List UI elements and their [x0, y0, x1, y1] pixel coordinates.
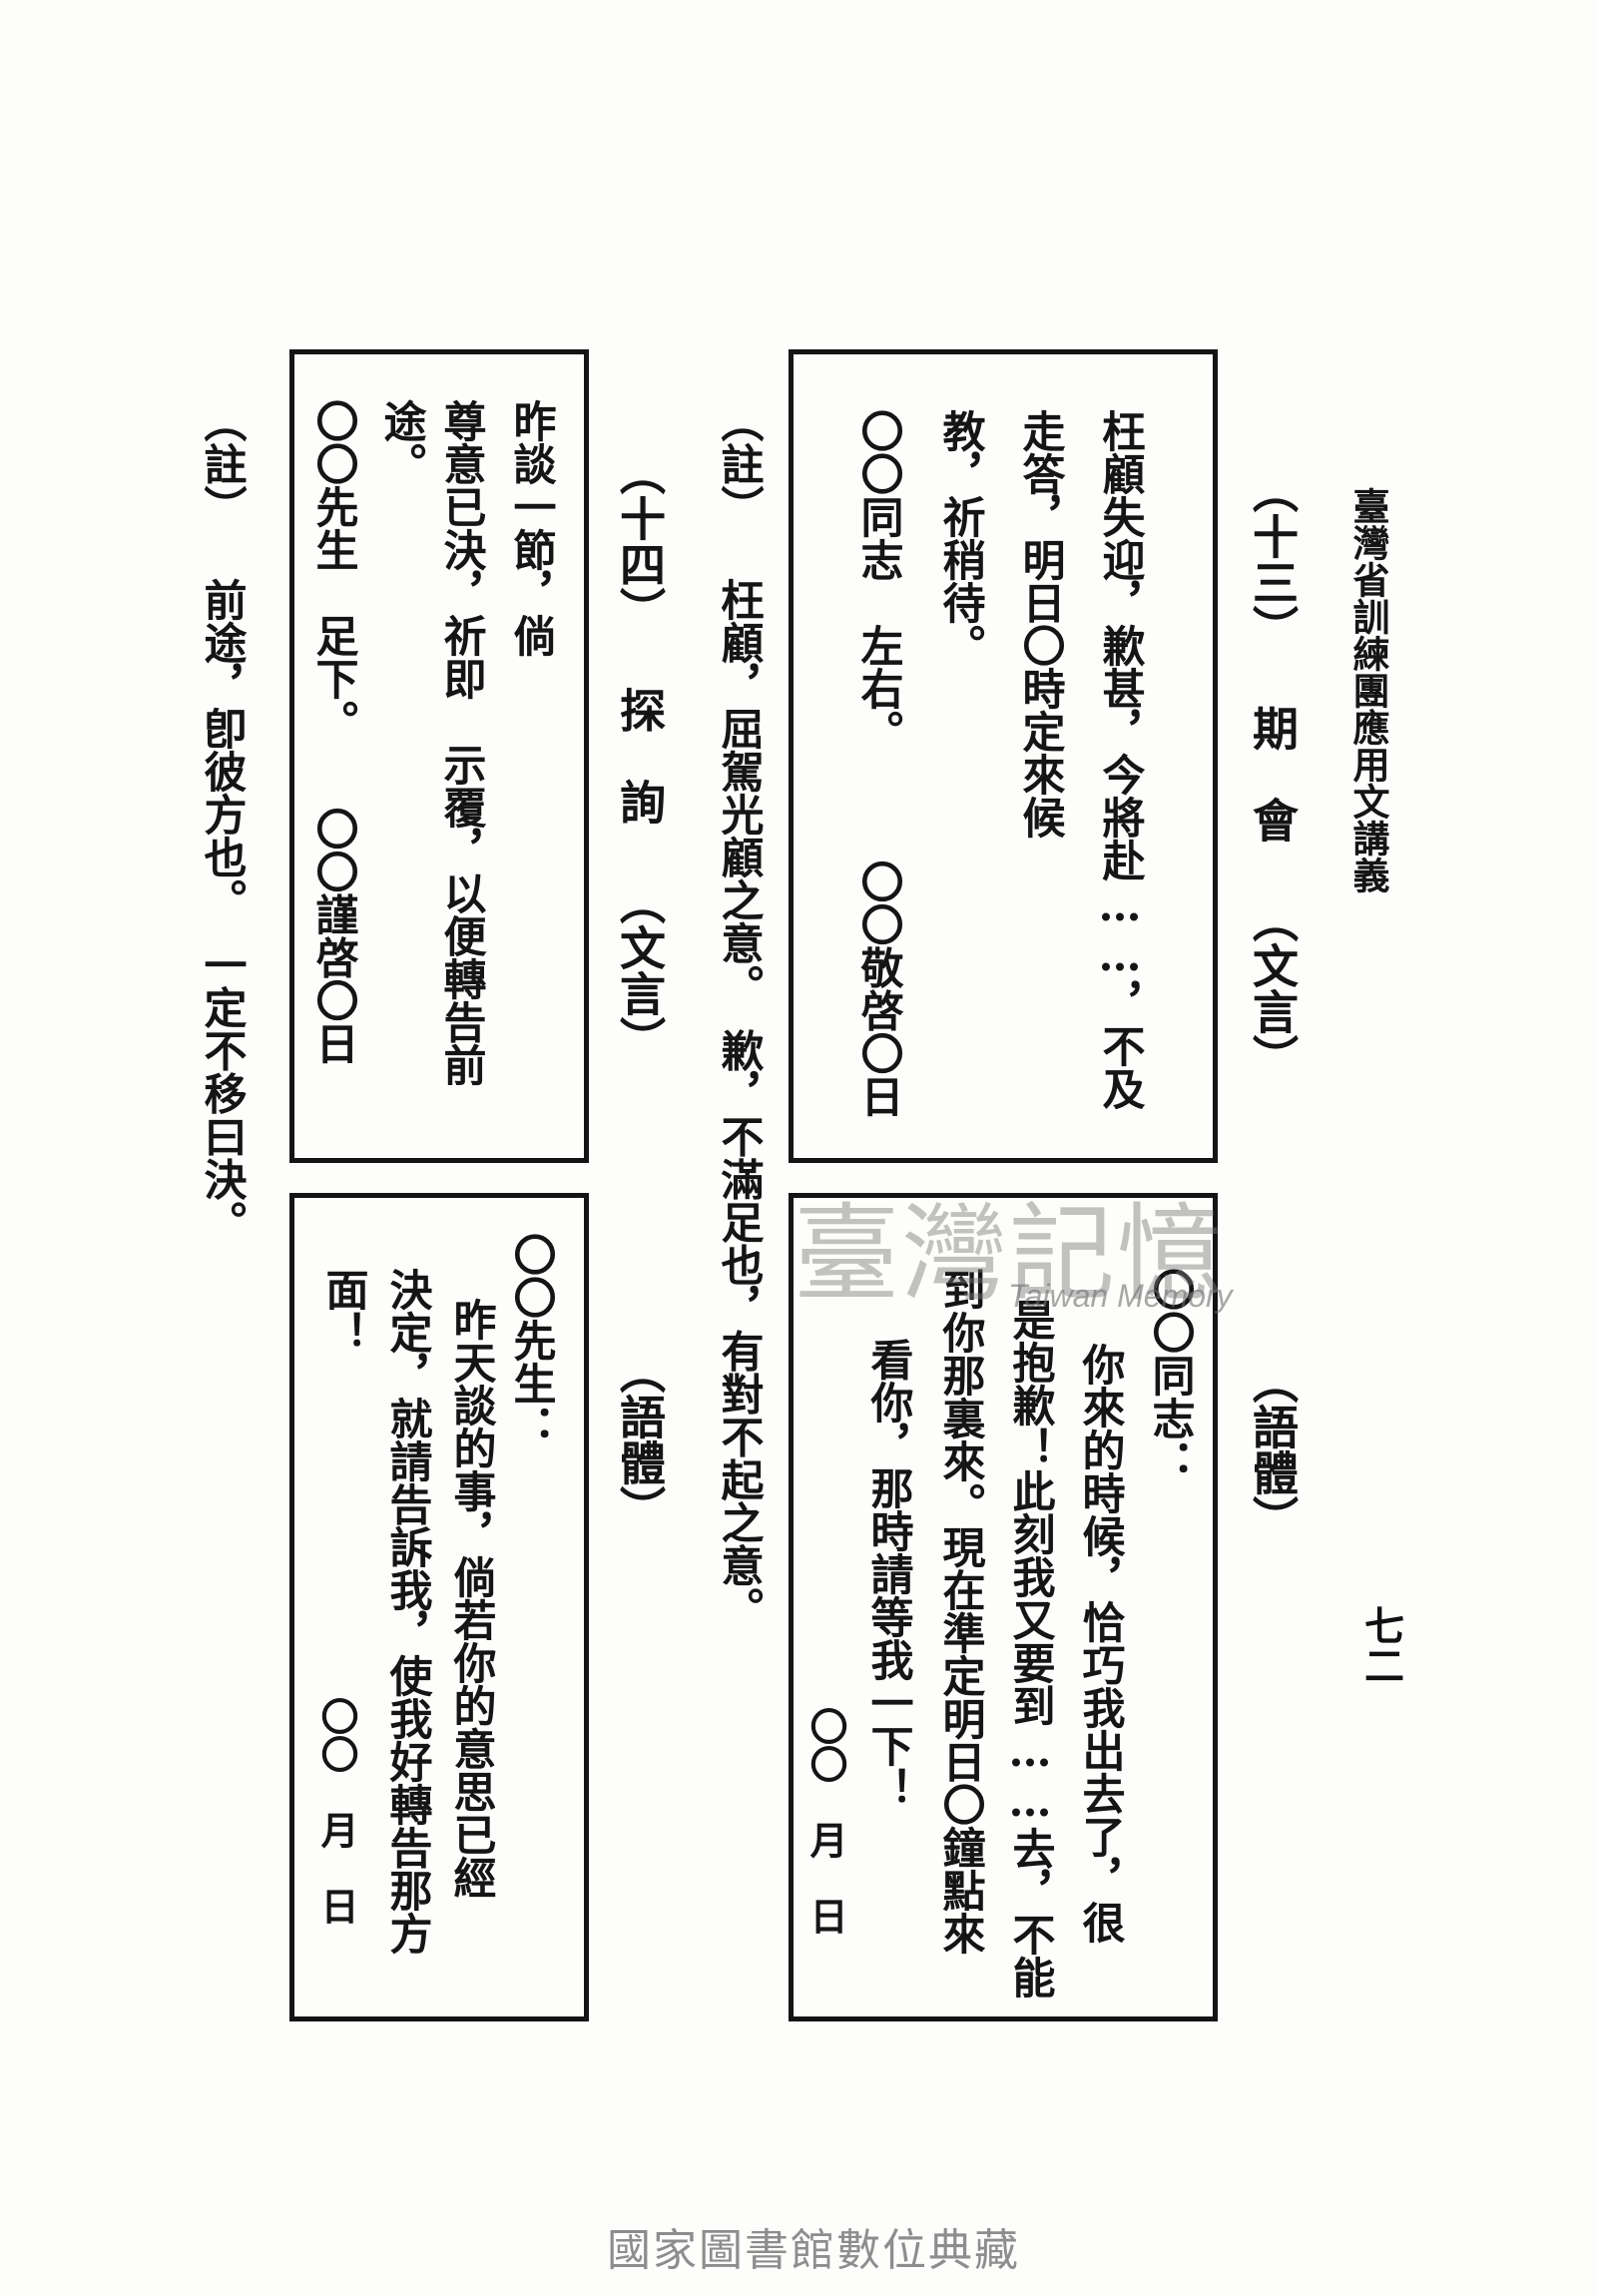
- section14-letter-line-4: 〇〇先生 足下。 〇〇謹啓〇日: [308, 399, 358, 1065]
- page-number: 七二: [1357, 1605, 1404, 1685]
- section14-vernacular-line-5: 〇〇 月 日: [314, 1697, 359, 1925]
- section14-letter-line-2: 尊意已決，祈即 示覆，以便轉告前: [436, 399, 486, 1086]
- section13-vernacular-heading: （語體）: [1246, 1358, 1300, 1541]
- section14-letter-line-1: 昨談一節，倘: [506, 399, 556, 657]
- section14-letter-line-3: 途。: [376, 399, 426, 485]
- section13-letter-line-4: 〇〇同志 左右。 〇〇敬啓〇日: [853, 409, 903, 1118]
- watermark-en: Taiwan Memory: [1008, 1278, 1233, 1314]
- section14-vernacular-line-2: 昨天談的事，倘若你的意思已經: [446, 1298, 496, 1899]
- section14-letter-box: [289, 349, 589, 1163]
- watermark-cn: 臺灣記憶: [794, 1193, 1225, 1316]
- section14-vernacular-line-4: 面！: [318, 1268, 368, 1354]
- section13-letter-box: [789, 349, 1218, 1163]
- section14-note: （註） 前途，卽彼方也。 一定不移曰決。: [197, 399, 247, 1244]
- footer-credit: 國家圖書館數位典藏: [607, 2225, 1020, 2276]
- section13-vernacular-line-5: 看你，那時請等我一下！: [863, 1338, 913, 1810]
- section13-vernacular-line-2: 你來的時候，恰巧我出去了，很: [1075, 1343, 1125, 1944]
- section13-vernacular-line-3: 是抱歉！此刻我又要到……去，不能: [1005, 1298, 1055, 1999]
- section13-letter-line-2: 走答，明日〇時定來候: [1015, 409, 1065, 839]
- section13-vernacular-line-4: 到你那裏來。現在準定明日〇鐘點來: [935, 1268, 985, 1955]
- section13-letter-line-1: 枉顧失迎，歉甚，今將赴……，不及: [1095, 409, 1145, 1110]
- section14-vernacular-box: [289, 1193, 589, 2021]
- section14-vernacular-line-3: 決定，就請告訴我，使我好轉告那方: [382, 1268, 432, 1955]
- section14-vernacular-line-1: 〇〇先生：: [506, 1233, 556, 1447]
- section13-vernacular-line-1: 〇〇同志：: [1145, 1268, 1195, 1482]
- section13-letter-line-3: 教，祈稍待。: [935, 409, 985, 667]
- section13-vernacular-line-6: 〇〇 月 日: [803, 1707, 848, 1935]
- section14-vernacular-heading: （語體）: [613, 1348, 667, 1531]
- section13-heading: （十三） 期 會 （文言）: [1246, 467, 1300, 1080]
- section13-note: （註） 枉顧，屈駕光顧之意。 歉，不滿足也，有對不起之意。: [714, 399, 764, 1630]
- book-title: 臺灣省訓練團應用文講義: [1346, 487, 1390, 893]
- section14-heading: （十四） 探 詢 （文言）: [613, 449, 667, 1062]
- section13-vernacular-box: [789, 1193, 1218, 2021]
